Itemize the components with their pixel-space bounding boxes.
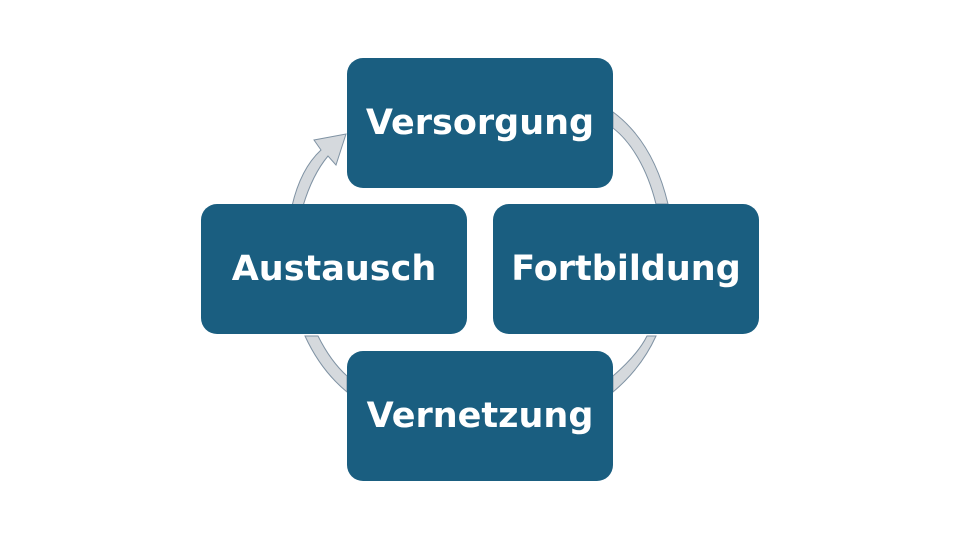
cycle-node-fortbildung: Fortbildung <box>493 204 759 334</box>
cycle-node-label: Vernetzung <box>366 396 594 436</box>
cycle-node-vernetzung: Vernetzung <box>347 351 613 481</box>
cycle-node-austausch: Austausch <box>201 204 467 334</box>
cycle-node-label: Versorgung <box>365 103 595 143</box>
cycle-arc-lower-left <box>304 335 348 394</box>
cycle-arrow-upper-left <box>291 133 347 207</box>
cycle-node-label: Fortbildung <box>511 249 741 289</box>
cycle-node-label: Austausch <box>231 249 437 289</box>
cycle-arc-lower-right <box>612 335 657 394</box>
cycle-node-versorgung: Versorgung <box>347 58 613 188</box>
cycle-arc-upper-right <box>612 111 669 205</box>
